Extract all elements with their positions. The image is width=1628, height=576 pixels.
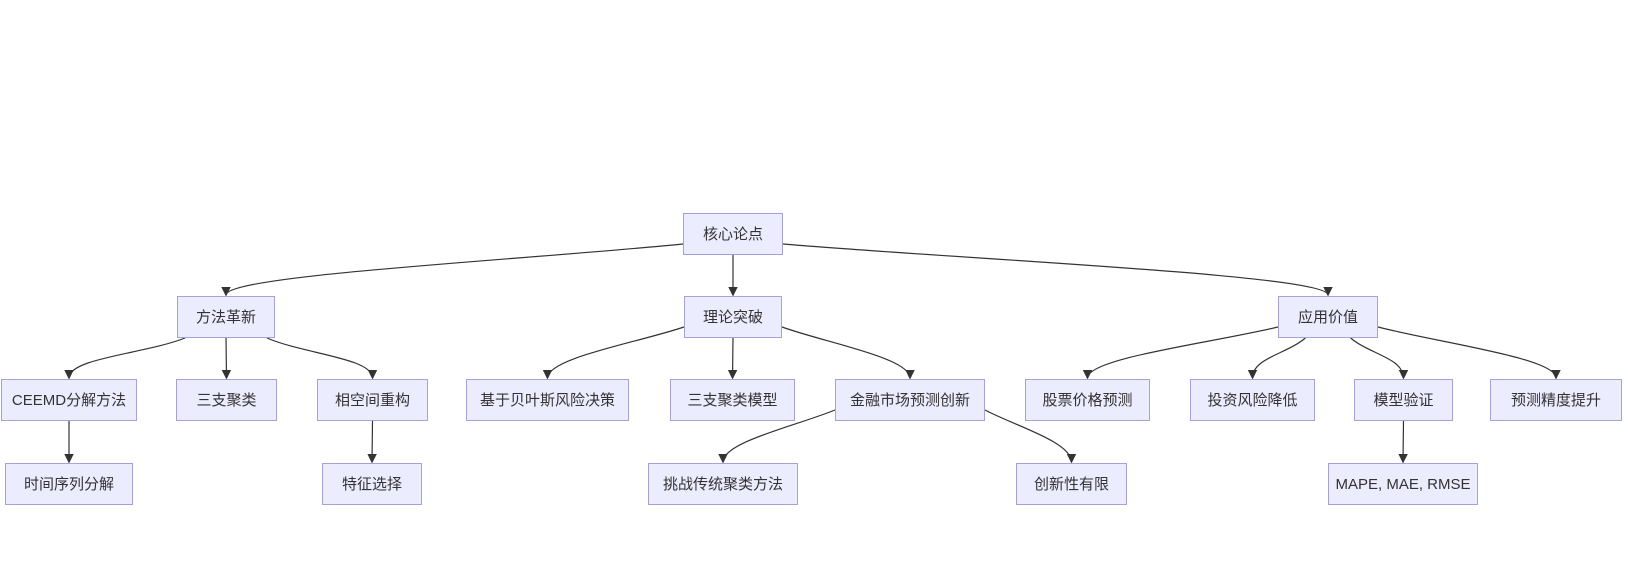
edge-fin_innov-challenge xyxy=(718,409,836,464)
diagram-node-validation: 模型验证 xyxy=(1354,379,1453,421)
edge-phase-feature xyxy=(367,420,377,464)
diagram-node-ts_decomp: 时间序列分解 xyxy=(5,463,133,505)
diagram-node-challenge: 挑战传统聚类方法 xyxy=(648,463,798,505)
diagram-node-twc_model: 三支聚类模型 xyxy=(670,379,795,421)
diagram-node-metrics: MAPE, MAE, RMSE xyxy=(1328,463,1478,505)
diagram-node-value: 应用价值 xyxy=(1278,296,1378,338)
diagram-node-stock: 股票价格预测 xyxy=(1025,379,1150,421)
edge-core-value xyxy=(782,243,1333,297)
edge-method-ceemd xyxy=(64,337,186,380)
edge-theory-twc_model xyxy=(727,337,738,380)
edge-method-three_way xyxy=(221,337,232,380)
edge-value-risk xyxy=(1247,337,1306,380)
edge-validation-metrics xyxy=(1398,420,1408,464)
diagram-node-theory: 理论突破 xyxy=(684,296,782,338)
diagram-node-phase: 相空间重构 xyxy=(317,379,428,421)
edge-method-phase xyxy=(266,337,378,380)
diagram-node-core: 核心论点 xyxy=(683,213,783,255)
diagram-node-bayes: 基于贝叶斯风险决策 xyxy=(466,379,629,421)
diagram-node-ceemd: CEEMD分解方法 xyxy=(1,379,137,421)
edge-theory-fin_innov xyxy=(781,326,915,380)
diagram-node-limited: 创新性有限 xyxy=(1016,463,1127,505)
edge-value-validation xyxy=(1350,337,1409,380)
diagram-node-precision: 预测精度提升 xyxy=(1490,379,1622,421)
diagram-node-three_way: 三支聚类 xyxy=(176,379,277,421)
edge-value-stock xyxy=(1082,326,1279,380)
diagram-node-risk: 投资风险降低 xyxy=(1190,379,1315,421)
edge-core-method xyxy=(221,243,684,297)
edge-fin_innov-limited xyxy=(984,409,1077,464)
diagram-node-fin_innov: 金融市场预测创新 xyxy=(835,379,985,421)
diagram-node-method: 方法革新 xyxy=(177,296,275,338)
diagram-node-feature: 特征选择 xyxy=(322,463,422,505)
edge-value-precision xyxy=(1377,326,1561,380)
edge-theory-bayes xyxy=(542,326,685,380)
